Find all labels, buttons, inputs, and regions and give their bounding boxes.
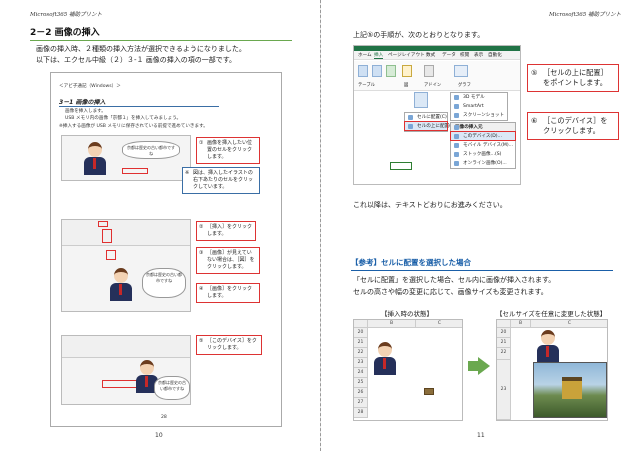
tab-data[interactable]: データ	[442, 53, 456, 58]
ribbon-tab-bar: ホーム 挿入 ページレイアウト 数式 データ 校閲 表示 自動化	[354, 51, 520, 60]
selected-cell-highlight	[122, 168, 148, 174]
page-header: Microsoft365 補助プリント	[549, 12, 622, 18]
figure-submenu-top: 3D モデル SmartArt スクリーンショット	[450, 92, 508, 121]
group-figure: 図	[404, 83, 409, 88]
excel-screenshot-3: 京都は歴史の古い都市ですね	[61, 335, 191, 405]
label-after: 【セルサイズを任意に変更した状態】	[496, 310, 607, 318]
section-title: 2－2 画像の挿入	[30, 25, 292, 41]
page-header: Microsoft365 補助プリント	[30, 12, 103, 18]
place-over-cells-highlight	[404, 121, 448, 131]
callout-step-this-device: ⑥ ［このデバイス］をクリックします。	[527, 112, 619, 140]
submenu-header: 画像の挿入元	[451, 123, 515, 132]
doc-page-number: 28	[161, 415, 167, 420]
image-icon[interactable]	[414, 92, 428, 108]
callout-step-2: ② ［挿入］をクリックします。	[196, 221, 256, 241]
ribbon-body: テーブル 図 アドイン グラフ	[354, 61, 520, 91]
left-page: Microsoft365 補助プリント 2－2 画像の挿入 画像の挿入時、２種類…	[0, 0, 320, 451]
image-insert-dropdown: セルに配置(C) セルの上に配置(O)	[404, 112, 456, 132]
menu-smartart[interactable]: SmartArt	[451, 102, 507, 111]
callout-step-4: ④ ［画像］をクリックします。	[196, 283, 260, 303]
chart-icon[interactable]	[454, 65, 468, 77]
recommended-pivot-icon[interactable]	[372, 65, 382, 77]
tab-review[interactable]: 校閲	[460, 53, 470, 58]
sheet-before: B C 20 21 22 23 24 25 26 27 28	[353, 319, 463, 421]
doc-crumb: ＜アビ子通記（Windows）＞	[59, 84, 121, 89]
label-before: 【挿入時の状態】	[381, 310, 433, 318]
insert-tab-highlight	[98, 221, 108, 227]
page-number: 11	[477, 432, 485, 439]
addin-icon[interactable]	[424, 65, 434, 77]
figure-icon[interactable]	[402, 65, 412, 77]
transition-arrow	[478, 357, 490, 375]
right-page: Microsoft365 補助プリント 上記⑤の手順が、次のとおりとなります。 …	[321, 0, 640, 451]
speech-bubble: 京都は歴史の古い都市ですね	[122, 141, 180, 159]
image-source-submenu: 画像の挿入元 このデバイス(D)... モバイル デバイス(M)... ストック…	[450, 122, 516, 169]
after-text: これ以降は、テキストどおりにお進みください。	[353, 201, 507, 209]
page-number: 10	[155, 432, 163, 439]
callout-step-1: ① 画像を挿入したい位置のセルをクリックします。	[196, 137, 260, 164]
doc-line-2: USB メモリ内の画像「京都１」を挿入してみましょう。	[65, 116, 182, 121]
menu-online-images[interactable]: オンライン画像(O)...	[451, 159, 515, 168]
sheet-after: B C 20 21 22 23	[496, 319, 608, 421]
active-cell[interactable]	[390, 162, 412, 170]
this-device-highlight	[102, 380, 138, 388]
callout-note: ※ 図は、挿入したイラストの右下あたりのセルをクリックしています。	[182, 167, 260, 194]
doc-note: ※挿入する画像が USB メモリに保存されている前提で進めていきます。	[59, 124, 208, 129]
menu-mobile-device[interactable]: モバイル デバイス(M)...	[451, 141, 515, 150]
reference-line-2: セルの高さや幅の変更に応じて、画像サイズも変更されます。	[353, 288, 548, 296]
figure-button-highlight	[102, 229, 112, 243]
menu-this-device[interactable]: このデバイス(D)...	[451, 132, 515, 141]
table-icon[interactable]	[386, 65, 396, 77]
tab-formulas[interactable]: 数式	[426, 53, 436, 58]
callout-step-place-over: ⑤ ［セルの上に配置］をポイントします。	[527, 64, 619, 92]
excel-screenshot-2: 京都は歴史の古い都市ですね	[61, 219, 191, 312]
callout-step-5: ⑤ ［このデバイス］をクリックします。	[196, 335, 262, 355]
reference-title: 【参考】セルに配置を選択した場合	[351, 257, 613, 271]
group-chart: グラフ	[458, 83, 471, 88]
intro-line-2: 以下は、エクセル中級（２）３-１ 画像の挿入の項の一部です。	[36, 56, 237, 64]
image-button-highlight	[106, 250, 116, 260]
group-table: テーブル	[358, 83, 375, 88]
page-fold-divider	[320, 0, 321, 451]
excel-ribbon-screenshot: ホーム 挿入 ページレイアウト 数式 データ 校閲 表示 自動化 テーブル 図 …	[353, 45, 521, 185]
group-addin: アドイン	[424, 83, 442, 88]
doc-line-1: 画像を挿入します。	[65, 109, 106, 114]
menu-screenshot[interactable]: スクリーンショット	[451, 111, 507, 120]
tab-page-layout[interactable]: ページレイアウト	[388, 53, 425, 58]
excel-screenshot-1: 京都は歴史の古い都市ですね	[61, 135, 191, 181]
menu-stock-images[interactable]: ストック画像...(S)	[451, 150, 515, 159]
menu-place-over-cells[interactable]: セルの上に配置(O)	[405, 122, 456, 131]
reference-line-1: 「セルに配置」を選択した場合、セル内に画像が挿入されます。	[353, 276, 556, 284]
kinkakuji-photo[interactable]	[533, 362, 607, 418]
doc-title: 3－1 画像の挿入	[59, 97, 219, 107]
embedded-document: ＜アビ子通記（Windows）＞ 3－1 画像の挿入 画像を挿入します。 USB…	[50, 72, 282, 427]
menu-3d-model[interactable]: 3D モデル	[451, 93, 507, 102]
this-device-highlight	[450, 131, 516, 141]
tab-automate[interactable]: 自動化	[488, 53, 502, 58]
tab-view[interactable]: 表示	[474, 53, 484, 58]
menu-place-in-cell[interactable]: セルに配置(C)	[405, 113, 447, 122]
lead-text: 上記⑤の手順が、次のとおりとなります。	[353, 31, 485, 39]
inserted-image-thumbnail[interactable]	[424, 388, 434, 395]
pivot-table-icon[interactable]	[358, 65, 368, 77]
intro-line-1: 画像の挿入時、２種類の挿入方法が選択できるようになりました。	[36, 45, 246, 53]
tab-insert[interactable]: 挿入	[374, 53, 384, 59]
tab-home[interactable]: ホーム	[358, 53, 372, 58]
callout-step-3: ③ ［画像］が見えていない場合は、［図］をクリックします。	[196, 247, 260, 274]
